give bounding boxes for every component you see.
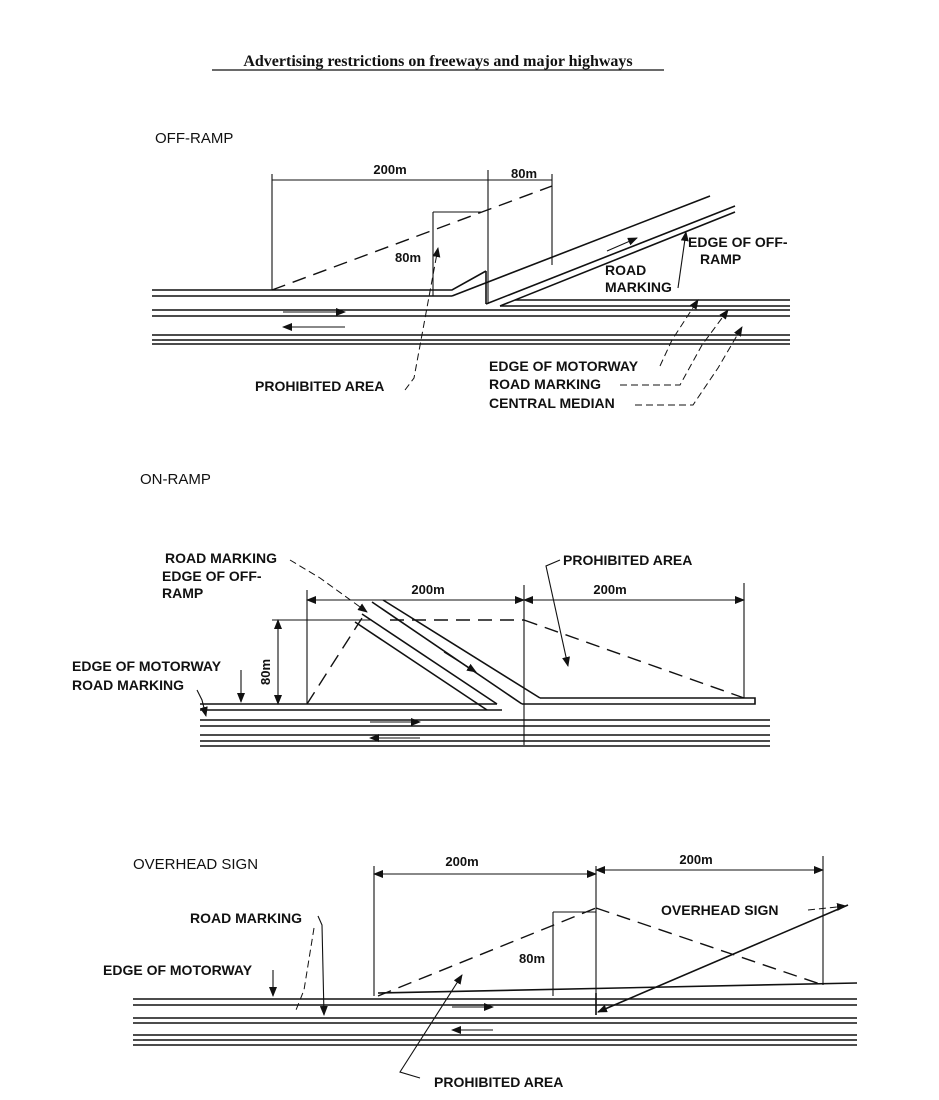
on-ramp-road-marking-lower-leader: [196, 689, 208, 717]
off-ramp-diagram: OFF-RAMP 200m 80m 80m EDGE OF: [152, 130, 790, 411]
off-ramp-road-marking-label-1: ROAD: [605, 262, 646, 278]
off-ramp-edge-outer: [451, 195, 711, 297]
on-ramp-diagram: ON-RAMP 200m 200m 80m: [72, 471, 770, 747]
off-ramp-edge-motorway-leader: [659, 299, 699, 367]
off-ramp-edge-leader: [677, 231, 689, 289]
overhead-dim-200-right: 200m: [679, 852, 712, 867]
off-ramp-ramp-arrow: [606, 237, 638, 252]
on-ramp-edge-motorway-label: EDGE OF MOTORWAY: [72, 658, 222, 674]
overhead-prohibited-label: PROHIBITED AREA: [434, 1074, 563, 1090]
off-ramp-edge-mid: [485, 205, 736, 305]
on-ramp-road-marking-label: ROAD MARKING: [165, 550, 277, 566]
off-ramp-prohibited-label: PROHIBITED AREA: [255, 378, 384, 394]
off-ramp-heading: OFF-RAMP: [155, 130, 233, 147]
on-ramp-edge-1: [371, 601, 523, 705]
off-ramp-road-marking-leader: [620, 309, 729, 386]
off-ramp-edge-label-2: RAMP: [700, 251, 741, 267]
overhead-road-marking-label: ROAD MARKING: [190, 910, 302, 926]
overhead-edge-motorway-label: EDGE OF MOTORWAY: [103, 962, 253, 978]
overhead-dim-80: 80m: [519, 951, 545, 966]
overhead-sign-line: [597, 904, 849, 1013]
on-ramp-edge-2: [382, 599, 541, 699]
off-ramp-dim-200: 200m: [373, 162, 406, 177]
off-ramp-central-median-label: CENTRAL MEDIAN: [489, 395, 615, 411]
off-ramp-motorway-edge: [152, 270, 487, 291]
off-ramp-dim-80-horizontal: 80m: [511, 166, 537, 181]
on-ramp-edge-offramp-label-2: RAMP: [162, 585, 203, 601]
overhead-sign-diagram: OVERHEAD SIGN 200m 200m 80m OVERHEAD SIG…: [103, 852, 858, 1090]
overhead-road-marking-leader-2: [295, 927, 315, 1011]
on-ramp-prohibited-leader: [545, 559, 570, 667]
on-ramp-edge-offramp-label-1: EDGE OF OFF-: [162, 568, 262, 584]
on-ramp-road-marking-leader: [289, 559, 368, 613]
off-ramp-edge-motorway-label: EDGE OF MOTORWAY: [489, 358, 639, 374]
on-ramp-ramp-arrow: [443, 651, 477, 673]
off-ramp-road-marking-label: ROAD MARKING: [489, 376, 601, 392]
overhead-prohibited-right: [595, 907, 824, 986]
on-ramp-road-marking-lower-label: ROAD MARKING: [72, 677, 184, 693]
off-ramp-edge-inner: [499, 211, 736, 307]
overhead-prohibited-leader: [399, 974, 463, 1079]
off-ramp-dim-80-vertical: 80m: [395, 250, 421, 265]
overhead-prohibited-left: [377, 907, 597, 997]
on-ramp-dim-80: 80m: [258, 659, 273, 685]
on-ramp-prohibited-label: PROHIBITED AREA: [563, 552, 692, 568]
overhead-dim-200-left: 200m: [445, 854, 478, 869]
on-ramp-dim-200-right: 200m: [593, 582, 626, 597]
overhead-sign-label: OVERHEAD SIGN: [661, 902, 778, 918]
on-ramp-prohibited-right: [523, 619, 745, 699]
off-ramp-road-marking-label-2: MARKING: [605, 279, 672, 295]
overhead-heading: OVERHEAD SIGN: [133, 856, 258, 873]
off-ramp-prohibited-boundary: [271, 185, 553, 291]
off-ramp-prohibited-leader: [404, 247, 441, 391]
on-ramp-edge-3: [361, 613, 498, 705]
overhead-road-marking-leader: [317, 915, 328, 1016]
on-ramp-edge-4: [354, 621, 488, 711]
on-ramp-prohibited-left: [306, 617, 363, 705]
off-ramp-central-median-leader: [635, 326, 743, 406]
on-ramp-heading: ON-RAMP: [140, 471, 211, 488]
on-ramp-merge-edge: [522, 697, 756, 705]
overhead-sign-leader: [807, 902, 847, 911]
overhead-shoulder-line: [377, 982, 858, 994]
page-title: Advertising restrictions on freeways and…: [243, 53, 632, 70]
on-ramp-dim-200-left: 200m: [411, 582, 444, 597]
off-ramp-edge-label-1: EDGE OF OFF-: [688, 234, 788, 250]
